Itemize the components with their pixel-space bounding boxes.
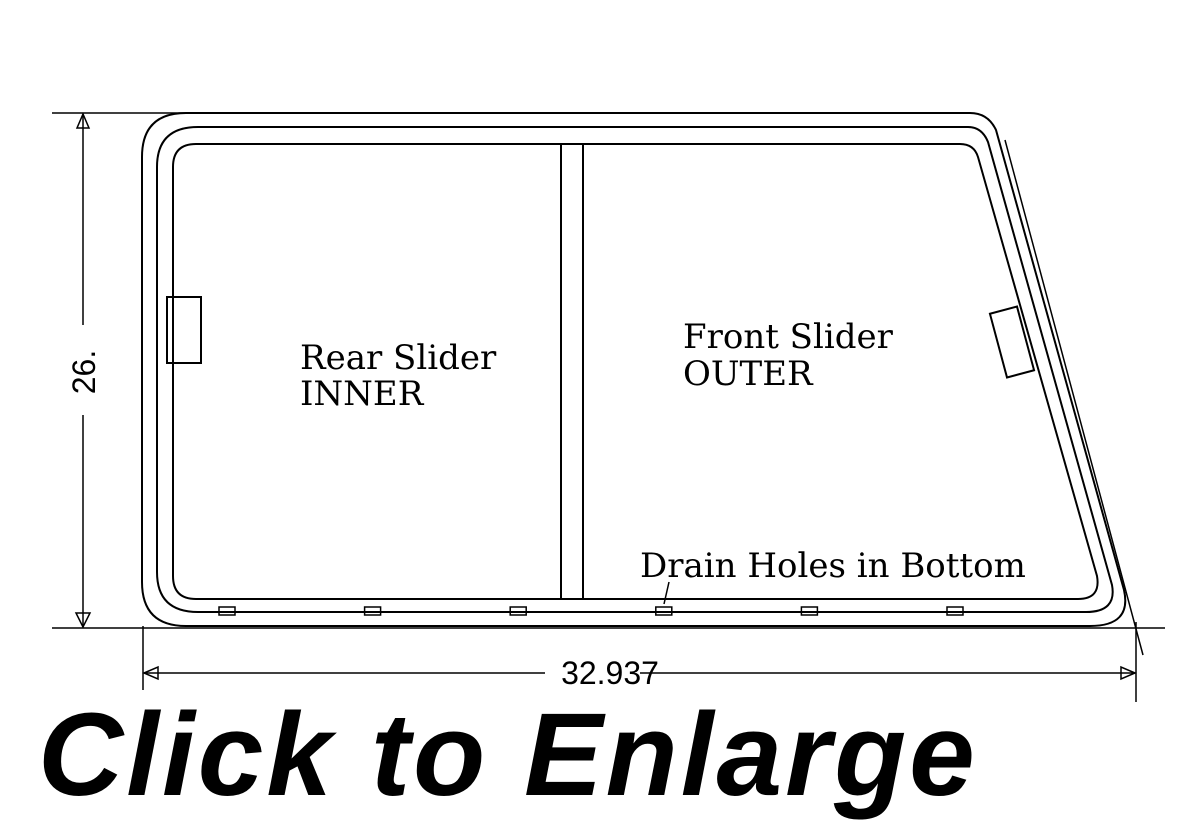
drain-holes-label: Drain Holes in Bottom: [640, 546, 1026, 586]
outer-frame: [141, 112, 1127, 627]
front-edge-extension-line: [1004, 139, 1144, 656]
height-arrow-top: [75, 112, 91, 129]
drain-hole: [655, 606, 673, 616]
middle-frame: [156, 126, 1114, 613]
front-slider-sublabel: OUTER: [683, 354, 814, 394]
drain-holes: [218, 606, 964, 616]
height-arrow-bottom: [74, 612, 92, 629]
inner-opening: [172, 143, 1099, 600]
drain-hole: [509, 606, 527, 616]
center-divider: [560, 143, 584, 600]
click-to-enlarge-link[interactable]: Click to Enlarge: [38, 689, 978, 821]
drain-hole: [218, 606, 236, 616]
rear-slider-label: Rear Slider: [300, 338, 497, 378]
drain-hole: [946, 606, 964, 616]
width-dimension-label: 32.937: [561, 655, 659, 691]
drain-leader-line: [663, 581, 670, 605]
width-arrow-left: [142, 665, 159, 681]
front-latch: [988, 305, 1036, 379]
drain-hole: [363, 606, 382, 616]
drain-hole: [800, 606, 819, 616]
rear-slider-sublabel: INNER: [300, 374, 425, 414]
height-dimension-label: 26.: [66, 350, 102, 394]
front-slider-label: Front Slider: [683, 317, 894, 357]
width-arrow-right: [1120, 665, 1137, 681]
rear-latch: [166, 296, 202, 364]
